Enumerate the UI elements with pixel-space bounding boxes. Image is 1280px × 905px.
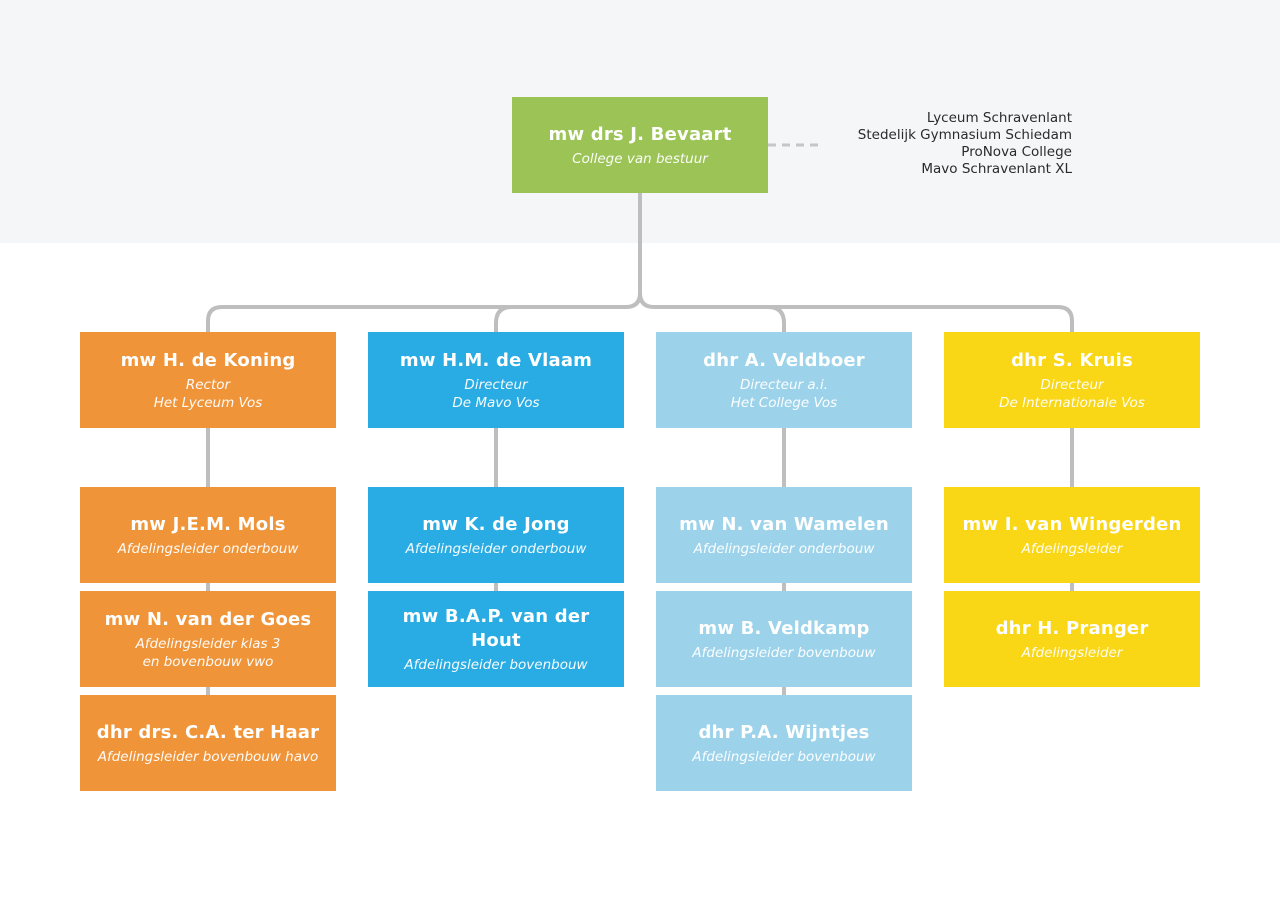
connector-root-left [206,192,642,333]
org-node-subtitle: Afdelingsleider onderbouw [117,540,299,557]
org-node-subtitle: Afdelingsleider bovenbouw [404,656,588,673]
org-node-title: mw J.E.M. Mols [130,513,286,535]
org-node: dhr drs. C.A. ter Haar Afdelingsleider b… [80,695,336,791]
org-node: dhr H. Pranger Afdelingsleider [944,591,1200,687]
school-list-item: Mavo Schravenlant XL [921,161,1072,177]
org-node-subtitle: Directeur De Mavo Vos [452,376,540,411]
org-node: dhr P.A. Wijntjes Afdelingsleider bovenb… [656,695,912,791]
org-node-subtitle: College van bestuur [572,150,708,167]
org-node: mw H.M. de Vlaam Directeur De Mavo Vos [368,332,624,428]
org-node-subtitle: Afdelingsleider bovenbouw [692,644,876,661]
org-node-subtitle: Afdelingsleider onderbouw [693,540,875,557]
org-node-title: dhr S. Kruis [1011,349,1133,371]
org-node-title: mw K. de Jong [422,513,570,535]
org-node-subtitle: Afdelingsleider bovenbouw [692,748,876,765]
org-node-subtitle: Directeur De Internationale Vos [999,376,1145,411]
org-node-title: mw N. van der Goes [104,608,312,630]
org-node-title: dhr H. Pranger [995,617,1149,639]
connector-hook-col2 [494,305,513,333]
org-node-title: dhr P.A. Wijntjes [698,721,870,743]
school-list-item: ProNova College [961,144,1072,160]
org-node-subtitle: Directeur a.i. Het College Vos [730,376,838,411]
org-node-subtitle: Afdelingsleider klas 3 en bovenbouw vwo [135,635,281,670]
org-node-title: mw H. de Koning [120,349,296,371]
org-node-title: mw B. Veldkamp [698,617,870,639]
connector-root-right [638,192,1074,333]
school-list-item: Lyceum Schravenlant [926,110,1072,126]
org-node-subtitle: Afdelingsleider onderbouw [405,540,587,557]
org-node: dhr A. Veldboer Directeur a.i. Het Colle… [656,332,912,428]
org-node-subtitle: Afdelingsleider bovenbouw havo [97,748,319,765]
org-node: mw N. van der Goes Afdelingsleider klas … [80,591,336,687]
org-node: mw B.A.P. van der Hout Afdelingsleider b… [368,591,624,687]
org-node-subtitle: Rector Het Lyceum Vos [153,376,263,411]
org-node-board: mw drs J. Bevaart College van bestuur [512,97,768,193]
affiliated-schools-list: Lyceum Schravenlant Stedelijk Gymnasium … [672,110,1072,178]
org-node: mw B. Veldkamp Afdelingsleider bovenbouw [656,591,912,687]
org-node: mw H. de Koning Rector Het Lyceum Vos [80,332,336,428]
org-node-title: mw H.M. de Vlaam [399,349,593,371]
connector-lines [206,192,1074,700]
org-node-title: dhr drs. C.A. ter Haar [96,721,320,743]
org-node: mw K. de Jong Afdelingsleider onderbouw [368,487,624,583]
org-node-subtitle: Afdelingsleider [1021,644,1123,661]
org-node: mw N. van Wamelen Afdelingsleider onderb… [656,487,912,583]
org-node-subtitle: Afdelingsleider [1021,540,1123,557]
org-node-title: mw I. van Wingerden [962,513,1182,535]
org-node-title: mw drs J. Bevaart [548,123,732,145]
school-list-item: Stedelijk Gymnasium Schiedam [857,127,1072,143]
org-node-title: mw N. van Wamelen [679,513,889,535]
org-node: dhr S. Kruis Directeur De Internationale… [944,332,1200,428]
org-node: mw I. van Wingerden Afdelingsleider [944,487,1200,583]
connector-hook-col3 [767,305,786,333]
org-node: mw J.E.M. Mols Afdelingsleider onderbouw [80,487,336,583]
org-node-title: dhr A. Veldboer [703,349,865,371]
org-node-title: mw B.A.P. van der Hout [402,605,590,651]
